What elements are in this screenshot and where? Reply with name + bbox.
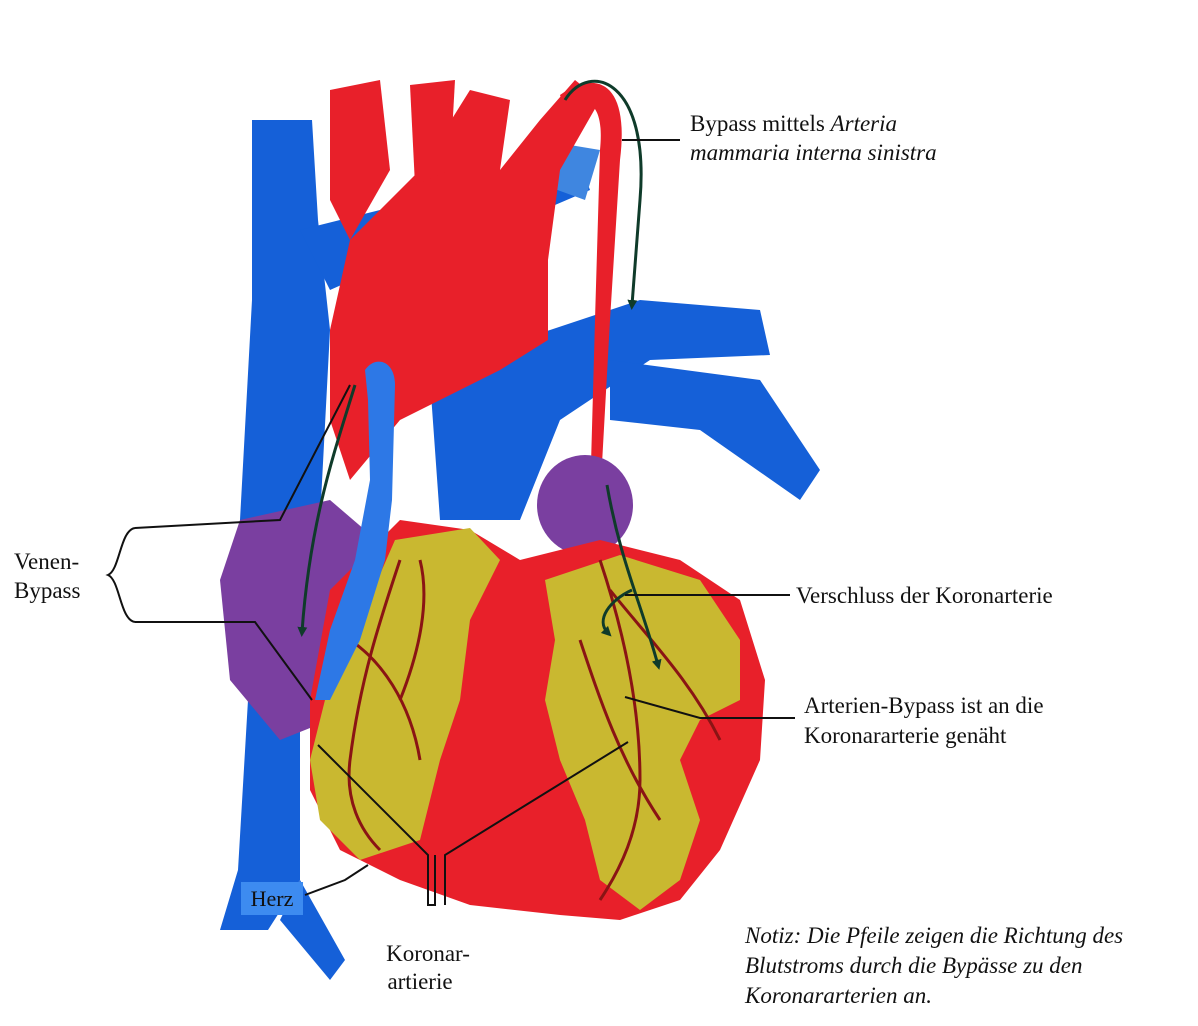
label-venen-bypass-line1: Venen- (14, 548, 79, 575)
label-arterien-bypass-line2: Koronararterie genäht (804, 722, 1006, 749)
label-bypass-mammaria-italic: Arteria (831, 111, 897, 136)
label-bypass-mammaria-line2: mammaria interna sinistra (690, 139, 937, 166)
label-herz-box: Herz (241, 882, 303, 915)
label-notiz-line3: Koronararterien an. (745, 982, 932, 1009)
label-koronar-line2: artierie (370, 968, 470, 995)
label-herz: Herz (241, 882, 303, 915)
label-venen-bypass-line2: Bypass (14, 577, 80, 604)
label-bypass-mammaria-line1: Bypass mittels Arteria (690, 110, 897, 137)
label-verschluss: Verschluss der Koronarterie (796, 582, 1053, 609)
label-notiz-line1: Notiz: Die Pfeile zeigen die Richtung de… (745, 922, 1123, 949)
label-arterien-bypass-line1: Arterien-Bypass ist an die (804, 692, 1044, 719)
label-bypass-mammaria-prefix: Bypass mittels (690, 111, 831, 136)
label-koronar-line1: Koronar- (378, 940, 478, 967)
label-notiz-line2: Blutstroms durch die Bypässe zu den (745, 952, 1083, 979)
